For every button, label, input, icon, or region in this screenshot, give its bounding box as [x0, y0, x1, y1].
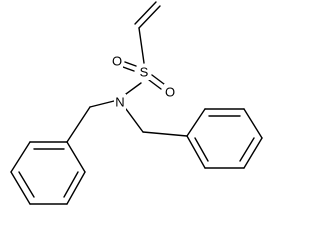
nitrogen-atom-label: N	[115, 95, 124, 110]
right-ring-bond-1	[186, 108, 206, 137]
left-ring-bond-3	[10, 171, 31, 205]
sulfonyl-group	[122, 61, 165, 95]
left-methylene-to-ring-bond	[66, 106, 91, 143]
sulfur-oxygen-left-bond-a	[124, 61, 137, 67]
sulfur-oxygen-right-bond-a	[151, 74, 165, 85]
right-ring-bond-4	[243, 137, 263, 169]
sulfur-nitrogen-bond	[125, 82, 142, 95]
right-ring-inner-double-3	[194, 137, 209, 162]
vinyl-group	[134, 1, 161, 64]
right-ring-bond-3	[243, 108, 263, 139]
vinyl-double-bond-inner	[134, 1, 157, 25]
right-ring-bond-6	[186, 135, 206, 169]
vinyl-double-bond-outer	[138, 5, 161, 29]
left-benzyl-group	[10, 100, 115, 205]
chemical-structure-diagram: S O O N	[10, 1, 263, 205]
sulfur-oxygen-left-bond-b	[122, 66, 135, 72]
oxygen-left-atom-label: O	[112, 54, 122, 69]
left-ring-inner-double-3	[63, 171, 79, 198]
oxygen-right-atom-label: O	[165, 85, 175, 100]
right-benzyl-group	[125, 108, 263, 169]
left-ring-bond-2	[10, 141, 31, 173]
sulfur-oxygen-right-bond-b	[148, 79, 162, 90]
left-ring-bond-5	[66, 171, 86, 205]
nitrogen-to-left-methylene-bond	[89, 100, 115, 108]
sulfur-atom-label: S	[140, 65, 149, 80]
atom-labels: S O O N	[111, 53, 176, 110]
nitrogen-to-right-methylene-bond	[125, 108, 144, 133]
left-ring-inner-double-2	[18, 171, 35, 198]
right-ring-inner-double-2	[239, 137, 255, 162]
left-ring-bond-6	[66, 141, 86, 173]
right-methylene-to-ring-bond	[142, 131, 188, 137]
vinyl-to-sulfur-bond	[138, 27, 145, 64]
